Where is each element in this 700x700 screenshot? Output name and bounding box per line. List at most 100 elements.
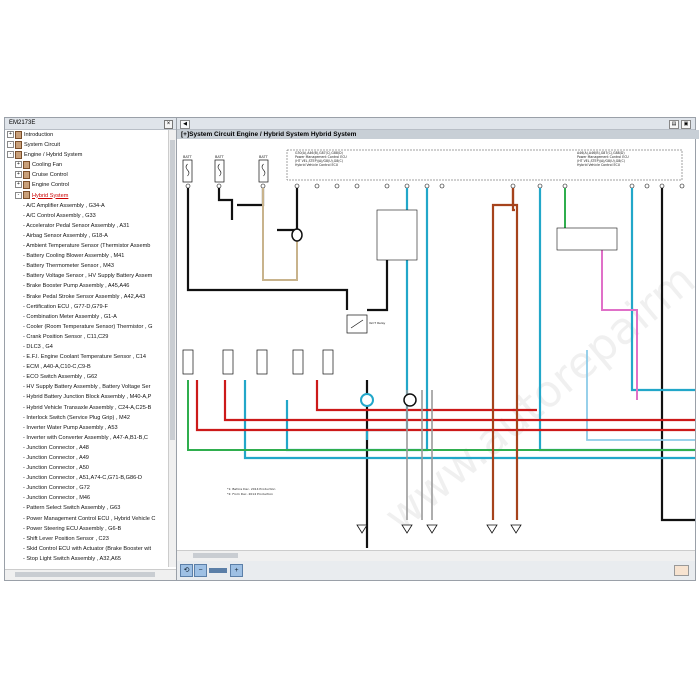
tree-item-label: Introduction	[24, 132, 54, 138]
relay-label: IGCT Relay	[369, 321, 386, 325]
tree-item[interactable]: - Battery Voltage Sensor , HV Supply Bat…	[5, 271, 168, 281]
tree-horizontal-scrollbar[interactable]	[5, 569, 176, 580]
tree-item[interactable]: - Junction Connector , G72	[5, 483, 168, 493]
tree-item[interactable]: +Cooling Fan	[5, 160, 168, 170]
tree-item[interactable]: - HV Supply Battery Assembly , Battery V…	[5, 382, 168, 392]
expand-icon[interactable]: +	[7, 131, 14, 139]
diagram-horizontal-scrollbar[interactable]	[177, 550, 695, 561]
tree-item-label: - Battery Thermometer Sensor , M43	[23, 263, 114, 270]
fuse-group-middle	[182, 349, 334, 375]
ground-symbols	[356, 524, 522, 534]
tree-item[interactable]: - Battery Cooling Blower Assembly , M41	[5, 251, 168, 261]
tree-item[interactable]: - Brake Booster Pump Assembly , A45,A46	[5, 281, 168, 291]
collapse-icon[interactable]: -	[15, 191, 22, 199]
zoom-toolbar: ⟲ − +	[177, 561, 695, 580]
tree-item[interactable]: - Cooler (Room Temperature Sensor) Therm…	[5, 322, 168, 332]
wire-loop	[360, 393, 374, 407]
scrollbar-thumb[interactable]	[15, 572, 155, 577]
close-icon[interactable]: ×	[164, 120, 173, 129]
fuse-group-top: BATT BATT BATT	[182, 155, 269, 183]
tree-item[interactable]: - System Circuit	[5, 140, 168, 150]
document-tree: + Introduction - System Circuit - Engine / Hy…	[5, 130, 168, 567]
tree-item-label: - Hybrid Battery Junction Block Assembly…	[23, 394, 152, 401]
tree-item-label: - Battery Voltage Sensor , HV Supply Bat…	[23, 273, 153, 280]
ecu-header-right: A46(A),A46(B),G87(C),G88(D) Power Manage…	[577, 151, 630, 167]
tree-item[interactable]: - Shift Lever Position Sensor , C23	[5, 534, 168, 544]
collapse-icon[interactable]: -	[7, 141, 14, 149]
tree-item[interactable]: - Skid Control ECU with Actuator (Brake …	[5, 544, 168, 554]
zoom-slider[interactable]	[209, 568, 227, 573]
book-icon	[15, 130, 22, 139]
fit-icon[interactable]: ⟲	[180, 564, 193, 577]
tree-item[interactable]: - Junction Connector , A49	[5, 453, 168, 463]
tree-item[interactable]: - Junction Connector , A48	[5, 443, 168, 453]
tree-item[interactable]: - Stop Light Switch Assembly , A32,A65	[5, 554, 168, 564]
maximize-icon[interactable]: ▣	[681, 120, 691, 129]
tree-item[interactable]: - Ambient Temperature Sensor (Thermistor…	[5, 241, 168, 251]
tree-item[interactable]: - Hybrid Vehicle Transaxle Assembly , C2…	[5, 403, 168, 413]
tree-item[interactable]: - Inverter Water Pump Assembly , A53	[5, 423, 168, 433]
tree-item[interactable]: + Introduction	[5, 130, 168, 140]
tree-item[interactable]: - Junction Connector , A50	[5, 463, 168, 473]
tree-item[interactable]: - ECM , A40-A,C10-C,C9-B	[5, 362, 168, 372]
tree-item[interactable]: +Cruise Control	[5, 170, 168, 180]
tree-item[interactable]: - Engine / Hybrid System	[5, 150, 168, 160]
back-arrow-icon[interactable]: ◀	[180, 120, 190, 129]
tree-item[interactable]: - E.F.I. Engine Coolant Temperature Sens…	[5, 352, 168, 362]
expand-icon[interactable]: +	[15, 161, 22, 169]
zoom-out-icon[interactable]: −	[194, 564, 207, 577]
tree-item[interactable]: - Accelerator Pedal Sensor Assembly , A3…	[5, 221, 168, 231]
tree-item[interactable]: - Combination Meter Assembly , G1-A	[5, 312, 168, 322]
tree-item[interactable]: - Inverter with Converter Assembly , A47…	[5, 433, 168, 443]
collapse-icon[interactable]: -	[7, 151, 14, 159]
tree-item[interactable]: - A/C Control Assembly , G33	[5, 211, 168, 221]
tree-item[interactable]: - Battery Thermometer Sensor , M43	[5, 261, 168, 271]
expand-icon[interactable]: +	[15, 181, 22, 189]
tree-item[interactable]: -Hybrid System	[5, 191, 168, 201]
tree-item-label: - HV Supply Battery Assembly , Battery V…	[23, 384, 151, 391]
print-icon[interactable]: ▤	[669, 120, 679, 129]
wiring-diagram[interactable]: www.autorepairm G30(A),A46(B),G87(C),G88…	[177, 140, 695, 548]
expand-icon[interactable]: +	[15, 171, 22, 179]
tree-item-label: - Accelerator Pedal Sensor Assembly , A3…	[23, 222, 130, 229]
application-window: EM2173E × + Introduction - System Circuit - E…	[4, 117, 699, 581]
tree-item[interactable]: - Power Steering ECU Assembly , G6-B	[5, 524, 168, 534]
tree-item[interactable]: - Pattern Select Switch Assembly , G63	[5, 503, 168, 513]
diagram-pane: ◀ ▤ ▣ [+]System Circuit Engine / Hybrid …	[177, 118, 699, 580]
print-icon[interactable]	[674, 565, 689, 576]
tree-item[interactable]: - Crank Position Sensor , C11,C29	[5, 332, 168, 342]
tree-item-label: - ECO Switch Assembly , G62	[23, 374, 98, 381]
tree-item[interactable]: - Power Management Control ECU , Hybrid …	[5, 514, 168, 524]
wire-gray	[406, 390, 433, 520]
tree-item[interactable]: - DLC3 , G4	[5, 342, 168, 352]
tree-item[interactable]: - Junction Connector , M46	[5, 493, 168, 503]
tree-item[interactable]: - Interlock Switch (Service Plug Grip) ,…	[5, 413, 168, 423]
tree-item[interactable]: - ECO Switch Assembly , G62	[5, 372, 168, 382]
tree-item[interactable]: - Airbag Sensor Assembly , G18-A	[5, 231, 168, 241]
tree-item-label: System Circuit	[24, 142, 61, 149]
tree-item[interactable]: - Junction Connector , A51,A74-C,G71-B,G…	[5, 473, 168, 483]
tree-item[interactable]: +Engine Control	[5, 180, 168, 190]
tree-item-label: - E.F.I. Engine Coolant Temperature Sens…	[23, 354, 147, 361]
tree-item-label: - DLC3 , G4	[23, 343, 53, 350]
wire-loop	[403, 393, 417, 407]
tree-item-label: - Inverter with Converter Assembly , A47…	[23, 434, 148, 441]
tree-item-label: - Hybrid Vehicle Transaxle Assembly , C2…	[23, 404, 152, 411]
zoom-in-icon[interactable]: +	[230, 564, 243, 577]
scrollbar-thumb[interactable]	[193, 553, 238, 558]
tree-item-label: - Junction Connector , G72	[23, 485, 90, 492]
fuse-label: BATT	[259, 155, 269, 159]
tree-item-label: - Certification ECU , G77-D,G79-F	[23, 303, 108, 310]
tree-item-label: - Junction Connector , A50	[23, 465, 89, 472]
tree-item[interactable]: - Certification ECU , G77-D,G79-F	[5, 302, 168, 312]
tree-vertical-scrollbar[interactable]	[168, 130, 176, 567]
nav-pane-header: EM2173E ×	[5, 118, 176, 130]
diagram-toolbar: ◀ ▤ ▣	[177, 118, 695, 130]
scrollbar-thumb[interactable]	[170, 140, 175, 440]
tree-item[interactable]: - Brake Pedal Stroke Sensor Assembly , A…	[5, 292, 168, 302]
tree-item[interactable]: - Hybrid Battery Junction Block Assembly…	[5, 392, 168, 402]
wire-brown	[491, 188, 519, 520]
footnote: *1: Before Dec. 2014 Production	[227, 487, 275, 491]
tree-item[interactable]: - A/C Amplifier Assembly , G34-A	[5, 201, 168, 211]
tree-item-label: Engine / Hybrid System	[24, 152, 83, 159]
